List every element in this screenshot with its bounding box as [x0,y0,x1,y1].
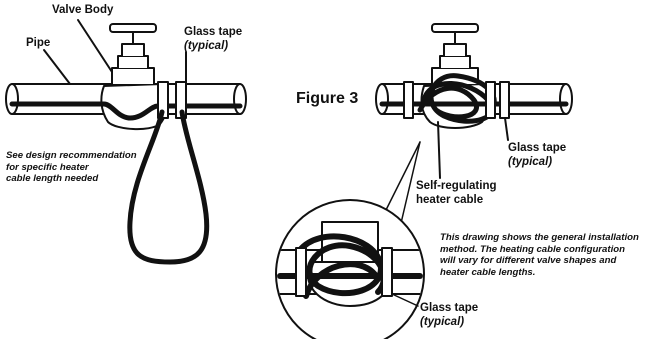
left-design-note: See design recommendation for specific h… [6,150,137,185]
left-glass-tape-label: Glass tape [184,26,243,38]
right-typical-label: (typical) [508,156,553,168]
heater-cable-label-line2: heater cable [416,194,484,206]
right-installation-note: This drawing shows the general installat… [440,232,639,278]
zoom-detail [275,199,425,339]
valve-body-label: Valve Body [52,4,114,16]
right-note-line: This drawing shows the general installat… [440,232,639,243]
left-typical-label: (typical) [184,40,229,52]
pipe-label: Pipe [26,37,51,49]
left-note-line: for specific heater [6,161,89,173]
right-note-line: will vary for different valve shapes and [440,255,617,266]
left-note-line: cable length needed [6,173,99,184]
left-valve-assembly [5,19,247,265]
left-heater-cable [9,101,243,121]
right-note-line: method. The heating cable configuration [440,243,625,255]
right-glass-tape-label: Glass tape [508,142,567,154]
zoom-typical-label: (typical) [420,316,465,328]
right-note-line: heater cable lengths. [440,266,536,278]
figure-label: Figure 3 [296,90,359,107]
heater-cable-label-line1: Self-regulating [416,180,497,192]
zoom-glass-tape-label: Glass tape [420,302,479,314]
left-cable-loop [127,109,210,265]
left-note-line: See design recommendation [6,150,137,161]
right-cable-wraps [417,73,497,124]
right-valve-assembly [375,23,573,237]
